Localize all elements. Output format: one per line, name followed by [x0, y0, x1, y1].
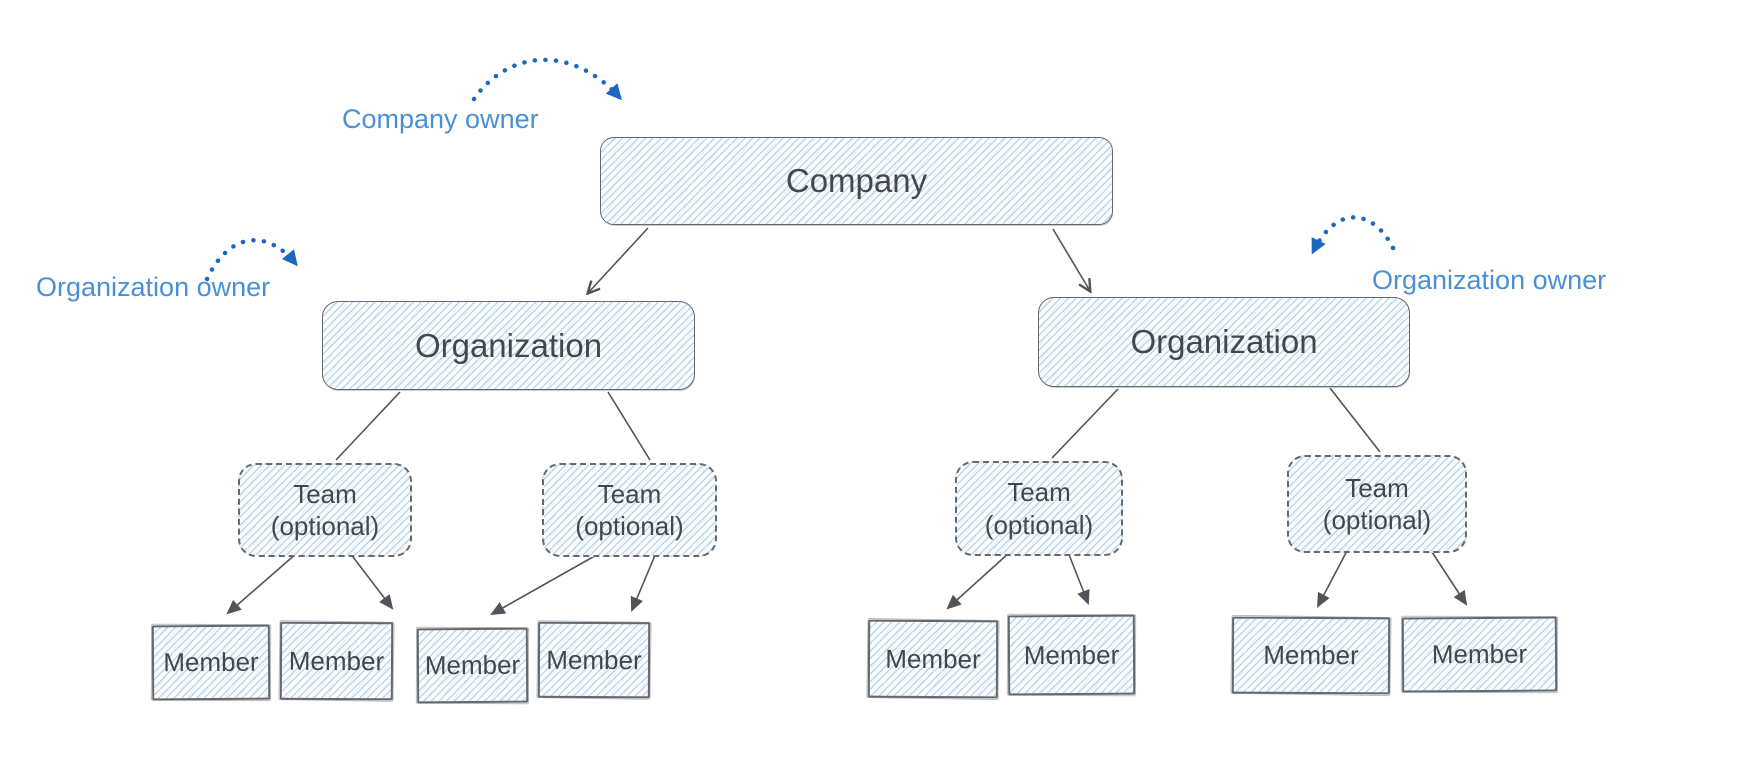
company-label: Company	[785, 162, 928, 199]
team-label-line1: Team	[293, 478, 357, 509]
connector-company-org1	[588, 227, 649, 293]
connector-team4-member8	[1429, 548, 1468, 606]
member-label: Member	[288, 645, 385, 676]
member-node-4: Member	[537, 621, 651, 699]
team-label-line2: (optional)	[270, 511, 380, 541]
member-label: Member	[163, 646, 259, 678]
team-label: Team (optional)	[1323, 472, 1431, 537]
team-label-line1: Team	[597, 478, 662, 509]
connector-org1-team1	[335, 391, 401, 461]
team-label: Team (optional)	[985, 476, 1093, 541]
member-node-8: Member	[1401, 616, 1558, 693]
company-owner-arrow	[471, 57, 623, 102]
team-node-3: Team (optional)	[955, 461, 1123, 556]
team-label-line2: (optional)	[575, 511, 684, 541]
team-label-line2: (optional)	[1322, 505, 1432, 535]
company-owner-label: Company owner	[342, 104, 539, 134]
member-label: Member	[885, 643, 981, 674]
member-node-7: Member	[1231, 616, 1391, 695]
connector-team1-member2	[349, 552, 394, 610]
connector-team2-member4	[630, 552, 657, 612]
team-label: Team (optional)	[271, 478, 379, 543]
org-owner-left-label: Organization owner	[36, 272, 271, 302]
org-owner-right-label: Organization owner	[1372, 265, 1607, 295]
member-node-5: Member	[867, 619, 999, 699]
connector-team1-member1	[226, 552, 298, 615]
member-label: Member	[1023, 639, 1120, 670]
connector-company-org2	[1052, 228, 1090, 291]
team-node-4: Team (optional)	[1287, 455, 1467, 553]
member-label: Member	[1431, 638, 1528, 670]
member-label: Member	[1263, 639, 1359, 671]
team-label-line1: Team	[1007, 477, 1071, 507]
organization-node-1: Organization	[322, 301, 695, 390]
member-node-6: Member	[1007, 614, 1136, 696]
company-node: Company	[600, 137, 1113, 225]
connector-org1-team2	[607, 391, 651, 461]
team-node-1: Team (optional)	[238, 463, 412, 557]
member-node-3: Member	[416, 627, 529, 704]
member-label: Member	[424, 649, 521, 681]
organization-label: Organization	[414, 326, 603, 364]
team-label: Team (optional)	[575, 478, 683, 543]
member-label: Member	[546, 644, 642, 675]
connector-team3-member6	[1067, 551, 1090, 605]
organization-node-2: Organization	[1038, 297, 1410, 387]
team-label-line2: (optional)	[984, 509, 1094, 540]
org-owner-right-arrow	[1310, 215, 1396, 255]
connector-org2-team3	[1051, 388, 1119, 459]
connector-team3-member5	[946, 551, 1011, 610]
team-node-2: Team (optional)	[542, 463, 717, 557]
organization-label: Organization	[1130, 323, 1318, 360]
connector-org2-team4	[1329, 387, 1381, 453]
member-node-1: Member	[151, 624, 271, 701]
team-label-line1: Team	[1345, 472, 1409, 503]
connector-team4-member7	[1316, 548, 1349, 608]
connector-team2-member3	[490, 552, 601, 616]
member-node-2: Member	[279, 621, 394, 701]
